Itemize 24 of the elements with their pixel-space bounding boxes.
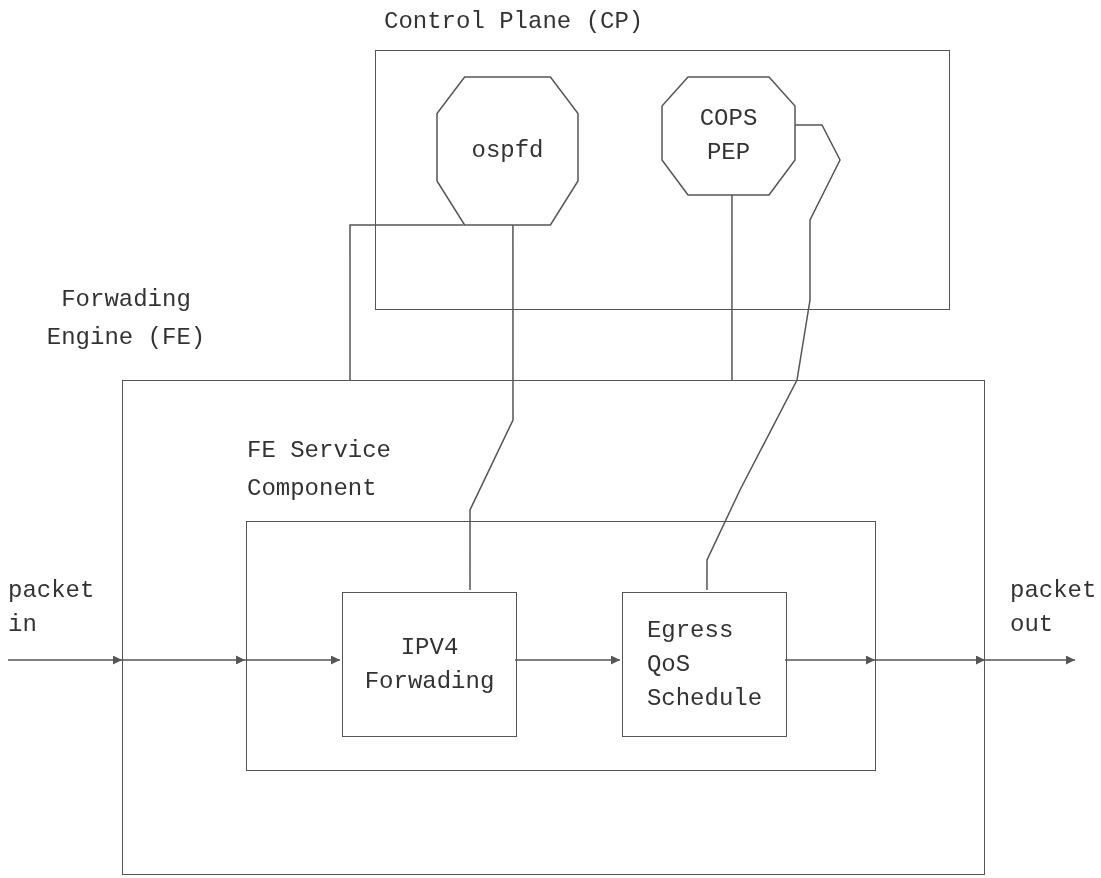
box-title: Forwading Engine (FE) [45, 285, 207, 353]
arrow [121, 655, 246, 665]
arrow [784, 655, 876, 665]
node-label: Egress QoS Schedule [646, 615, 763, 714]
side-label: packet in [8, 576, 96, 640]
arrow [874, 655, 986, 665]
connector-line [731, 194, 733, 381]
node-label: ospfd [471, 136, 544, 166]
arrow [514, 655, 621, 665]
side-label: packet out [1010, 576, 1098, 640]
connector-line [349, 224, 465, 381]
process-octagon [436, 76, 579, 226]
process-box [622, 592, 787, 737]
process-box [342, 592, 517, 737]
arrow [7, 655, 123, 665]
node-label: IPV4 Forwading [364, 632, 495, 697]
connector-line [706, 124, 841, 591]
arrow [984, 655, 1076, 665]
connector-line [469, 224, 514, 591]
process-octagon [661, 76, 796, 196]
box-title: Control Plane (CP) [384, 7, 645, 37]
arrow [244, 655, 341, 665]
node-label: COPS PEP [699, 104, 758, 168]
box-title: FE Service Component [247, 436, 393, 504]
